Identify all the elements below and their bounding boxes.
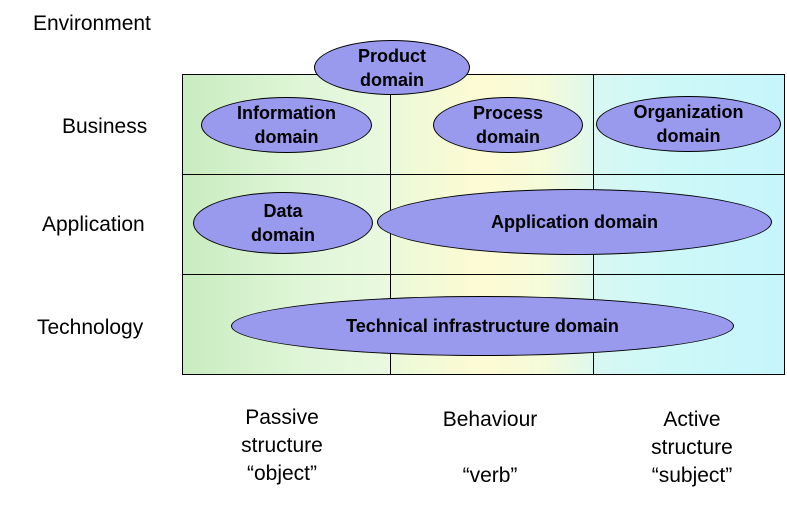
data-domain-label: Data domain — [250, 201, 315, 245]
column-label-active: Active structure “subject” — [651, 408, 733, 487]
information-domain-oval: Information domain — [201, 97, 372, 153]
application-domain-label: Application domain — [490, 212, 658, 232]
organization-domain-oval: Organization domain — [596, 96, 781, 152]
column-label-behaviour: Behaviour “verb” — [442, 408, 538, 487]
data-domain-oval: Data domain — [193, 192, 373, 254]
grid-divider-horizontal-2 — [183, 274, 784, 275]
technical-infrastructure-domain-label: Technical infrastructure domain — [346, 316, 619, 336]
process-domain-label: Process domain — [472, 103, 544, 147]
organization-domain-label: Organization domain — [633, 102, 744, 146]
row-label-technology: Technology — [37, 316, 144, 339]
column-label-passive: Passive structure “object” — [241, 406, 323, 485]
information-domain-label: Information domain — [237, 103, 336, 147]
grid-divider-horizontal-1 — [183, 174, 784, 175]
process-domain-oval: Process domain — [433, 97, 583, 153]
application-domain-oval: Application domain — [377, 189, 772, 255]
environment-label: Environment — [33, 12, 151, 35]
row-label-business: Business — [62, 115, 148, 138]
technical-infrastructure-domain-oval: Technical infrastructure domain — [231, 296, 734, 356]
row-label-application: Application — [42, 213, 145, 236]
product-domain-label: Product domain — [357, 45, 426, 90]
product-domain-oval: Product domain — [314, 40, 470, 95]
